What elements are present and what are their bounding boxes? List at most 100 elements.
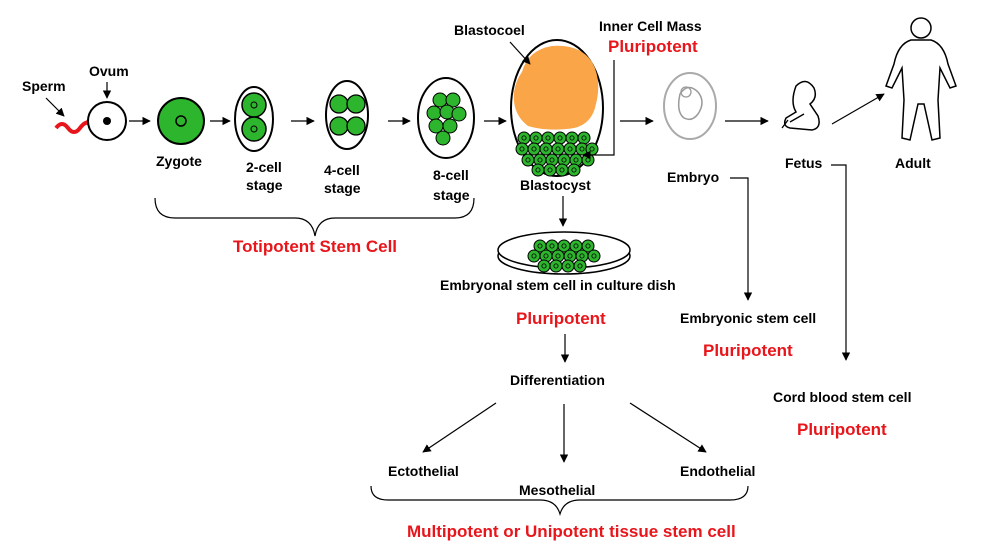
icm-cell — [515, 142, 529, 156]
dish-cell-nucleus — [553, 263, 559, 269]
icm-cell-nucleus — [555, 146, 561, 152]
totipotent-brace — [154, 197, 475, 237]
pluripotent-dish-label: Pluripotent — [516, 309, 606, 328]
icm-cell — [517, 131, 531, 145]
dish-cell-nucleus — [555, 253, 561, 259]
icm-cell — [529, 131, 543, 145]
icm-cell-nucleus — [543, 146, 549, 152]
pluripotent-icm-label: Pluripotent — [608, 37, 698, 56]
fetus-label: Fetus — [785, 155, 823, 171]
ovum-icon — [87, 101, 127, 141]
icm-cell-nucleus — [519, 146, 525, 152]
arrow-to-endothelial — [629, 402, 707, 453]
embryo-icon — [663, 72, 717, 140]
icm-cell-nucleus — [547, 167, 553, 173]
dish-cell-nucleus — [531, 253, 537, 259]
inner-cell-mass-label: Inner Cell Mass — [599, 18, 702, 34]
embryo-label: Embryo — [667, 169, 719, 185]
dish-cell-nucleus — [561, 243, 567, 249]
arrow-to-cord-blood — [831, 164, 851, 361]
embryonic-stem-cell-label: Embryonic stem cell — [680, 310, 816, 326]
dish-cell-nucleus — [549, 243, 555, 249]
dish-cell — [527, 249, 541, 263]
dish-cell — [581, 239, 595, 253]
icm-cell-nucleus — [579, 146, 585, 152]
icm-cell — [531, 163, 545, 177]
dish-cell-nucleus — [541, 263, 547, 269]
two-cell-label-line2: stage — [246, 177, 283, 193]
culture-dish-label: Embryonal stem cell in culture dish — [440, 277, 676, 293]
dish-cell-nucleus — [573, 243, 579, 249]
dish-cell-nucleus — [567, 253, 573, 259]
icm-cell-nucleus — [567, 146, 573, 152]
two-cell-label-line1: 2-cell — [246, 159, 282, 175]
dish-cell — [549, 259, 563, 273]
zygote-icon — [157, 97, 205, 145]
dish-cell-nucleus — [585, 243, 591, 249]
icm-cell — [581, 153, 595, 167]
icm-cell-nucleus — [581, 135, 587, 141]
two-cell-icon — [234, 86, 274, 152]
icm-cell-nucleus — [521, 135, 527, 141]
icm-cell-nucleus — [549, 157, 555, 163]
dish-cell-nucleus — [579, 253, 585, 259]
icm-cell — [541, 131, 555, 145]
four-cell-label-line1: 4-cell — [324, 162, 360, 178]
icm-cell-nucleus — [535, 167, 541, 173]
icm-cell — [521, 153, 535, 167]
icm-cell — [563, 142, 577, 156]
icm-cell-nucleus — [589, 146, 595, 152]
endothelial-label: Endothelial — [680, 463, 755, 479]
icm-cell — [551, 142, 565, 156]
icm-cell-nucleus — [525, 157, 531, 163]
icm-cell-nucleus — [573, 157, 579, 163]
blastocyst-label: Blastocyst — [520, 177, 591, 193]
eight-cell-label-line1: 8-cell — [433, 167, 469, 183]
multipotent-brace — [370, 485, 749, 517]
dish-cell — [537, 259, 551, 273]
adult-icon — [885, 17, 957, 141]
icm-cell — [585, 142, 599, 156]
dish-cell-nucleus — [537, 243, 543, 249]
eight-cell-icon — [417, 77, 475, 159]
icm-cell-nucleus — [559, 167, 565, 173]
adult-label: Adult — [895, 155, 931, 171]
mesothelial-label: Mesothelial — [519, 482, 595, 498]
icm-cell-nucleus — [571, 167, 577, 173]
dish-cell-nucleus — [565, 263, 571, 269]
sperm-label: Sperm — [22, 78, 66, 94]
icm-cell-nucleus — [557, 135, 563, 141]
blastocoel-pointer — [509, 41, 531, 65]
icm-cell — [565, 131, 579, 145]
dish-cell-nucleus — [543, 253, 549, 259]
four-cell-label-line2: stage — [324, 180, 361, 196]
dish-cell-nucleus — [577, 263, 583, 269]
pluripotent-cord-label: Pluripotent — [797, 420, 887, 439]
icm-cell-nucleus — [569, 135, 575, 141]
icm-cell — [539, 142, 553, 156]
inner-cell-mass-cells — [515, 131, 599, 177]
dish-cell-nucleus — [591, 253, 597, 259]
icm-cell-nucleus — [545, 135, 551, 141]
icm-cell — [527, 142, 541, 156]
dish-cells — [527, 239, 601, 273]
arrow-to-ectothelial — [422, 402, 497, 453]
fetus-icon — [781, 80, 820, 131]
eight-cell-label-line2: stage — [433, 187, 470, 203]
dish-cell — [561, 259, 575, 273]
icm-cell-nucleus — [537, 157, 543, 163]
sperm-pointer — [45, 97, 65, 117]
ovum-label: Ovum — [89, 63, 129, 79]
multipotent-label: Multipotent or Unipotent tissue stem cel… — [407, 522, 736, 541]
ectothelial-label: Ectothelial — [388, 463, 459, 479]
zygote-label: Zygote — [156, 153, 202, 169]
icm-cell — [577, 131, 591, 145]
icm-cell-nucleus — [561, 157, 567, 163]
icm-cell — [553, 131, 567, 145]
icm-cell-nucleus — [533, 135, 539, 141]
icm-cell — [543, 163, 557, 177]
totipotent-label: Totipotent Stem Cell — [233, 237, 397, 256]
dish-cell — [587, 249, 601, 263]
